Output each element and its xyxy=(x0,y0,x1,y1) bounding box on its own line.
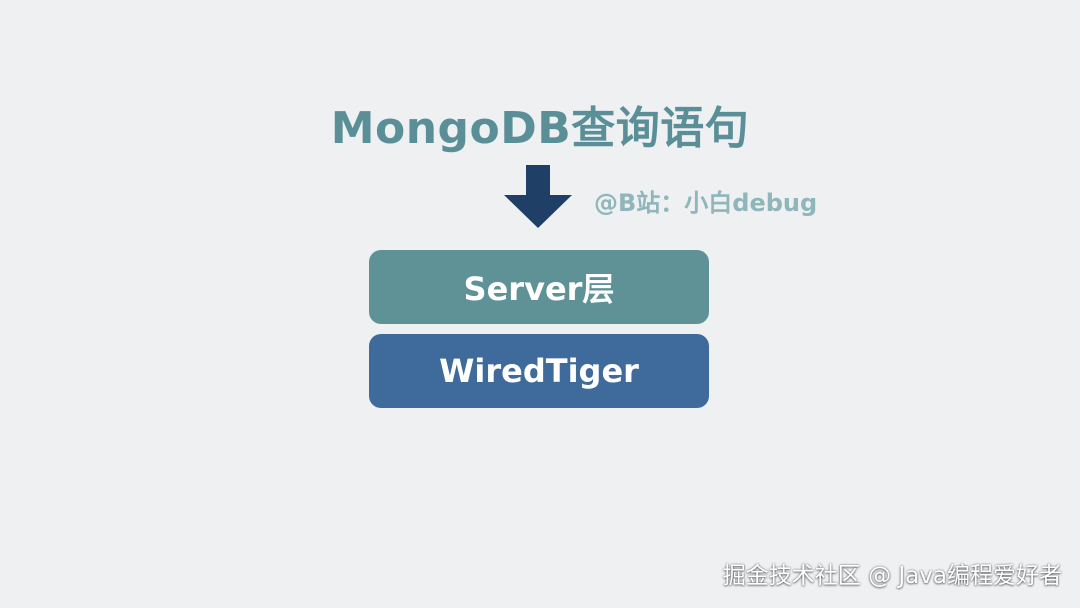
storage-engine-label: WiredTiger xyxy=(439,352,639,390)
credit-label: @B站：小白debug xyxy=(594,189,818,217)
storage-engine-box: WiredTiger xyxy=(369,334,709,408)
server-layer-box: Server层 xyxy=(369,250,709,324)
watermark: 掘金技术社区 @ Java编程爱好者 xyxy=(722,563,1062,589)
down-arrow-icon xyxy=(504,165,572,228)
diagram-title: MongoDB查询语句 xyxy=(330,103,750,154)
server-layer-label: Server层 xyxy=(463,270,615,308)
